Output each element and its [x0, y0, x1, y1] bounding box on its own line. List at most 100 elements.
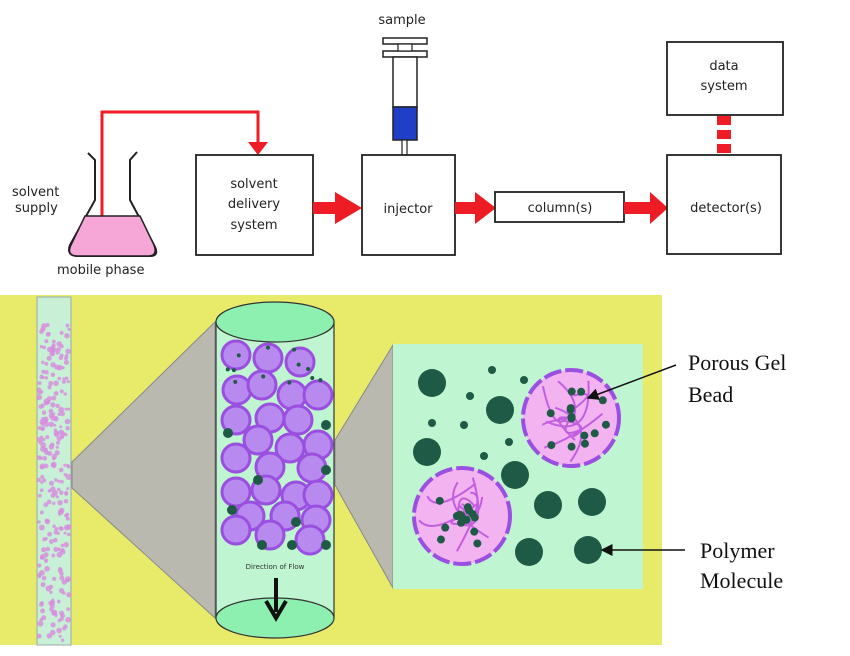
gel-particle — [62, 377, 66, 381]
gel-particle — [40, 474, 45, 480]
polymer-molecule — [566, 405, 575, 414]
polymer-molecule — [321, 420, 331, 430]
polymer-molecule — [460, 421, 468, 429]
polymer-molecule — [598, 396, 607, 405]
polymer-molecule — [436, 535, 445, 544]
polymer-molecule — [590, 429, 599, 438]
gel-particle — [56, 551, 63, 558]
gel-particle — [42, 478, 47, 483]
gel-particle — [64, 376, 69, 381]
gel-particle — [48, 539, 54, 545]
gel-particle — [56, 599, 61, 604]
polymer-molecule — [310, 375, 315, 380]
gel-particle — [53, 391, 59, 396]
packed-column — [36, 296, 72, 646]
gel-particle — [44, 370, 49, 375]
polymer-molecule — [473, 539, 482, 548]
polymer-molecule — [233, 379, 238, 384]
gel-particle — [67, 327, 71, 332]
gel-particle — [46, 633, 53, 639]
gel-particle — [60, 543, 65, 548]
gel-particle — [65, 473, 72, 480]
polymer-molecule — [418, 369, 446, 397]
polymer-molecule — [231, 368, 236, 373]
gel-particle — [39, 465, 44, 470]
polymer-molecule — [468, 510, 477, 519]
gel-particle — [66, 592, 72, 598]
polymer-molecule — [306, 367, 311, 372]
gel-particle — [39, 374, 44, 380]
gel-particle — [65, 426, 70, 431]
gel-particle — [40, 416, 46, 422]
gel-particle — [40, 435, 44, 439]
gel-particle — [59, 353, 64, 358]
gel-particle — [56, 341, 63, 347]
gel-particle — [52, 537, 58, 543]
gel-bead-label-1: Porous Gel — [688, 350, 786, 375]
gel-particle — [60, 431, 65, 436]
polymer-label-2: Molecule — [700, 568, 783, 593]
gel-particle — [57, 479, 61, 483]
gel-particle — [47, 450, 53, 456]
detector-label: detector(s) — [690, 201, 762, 216]
polymer-molecule — [546, 409, 555, 418]
tubing-arrowhead — [248, 142, 268, 155]
gel-particle — [63, 498, 69, 504]
gel-particle — [36, 477, 42, 483]
flow-arrow-column-detector — [624, 192, 668, 224]
gel-particle — [40, 326, 46, 332]
gel-particle — [42, 345, 47, 350]
gel-bead — [246, 369, 278, 401]
polymer-molecule — [580, 439, 589, 448]
gel-particle — [52, 524, 56, 528]
gel-particle — [60, 411, 66, 417]
gel-particle — [51, 609, 58, 616]
gel-particle — [43, 421, 50, 427]
gel-particle — [41, 615, 47, 621]
polymer-molecule — [291, 517, 301, 527]
polymer-molecule — [287, 540, 297, 550]
gel-particle — [49, 590, 53, 595]
gel-bead — [220, 514, 252, 546]
gel-particle — [36, 394, 43, 401]
gel-particle — [37, 390, 42, 395]
gel-particle — [66, 463, 70, 468]
gel-particle — [37, 620, 44, 627]
gel-particle — [56, 531, 60, 536]
polymer-molecule — [466, 392, 474, 400]
gel-particle — [64, 418, 71, 425]
gel-particle — [47, 488, 52, 493]
gel-particle — [47, 531, 53, 537]
polymer-molecule — [567, 414, 576, 423]
gel-particle — [37, 520, 41, 524]
mobile-phase-label: mobile phase — [57, 263, 144, 278]
gel-particle — [44, 376, 48, 380]
gel-particle — [51, 347, 57, 353]
gel-particle — [51, 553, 56, 558]
gel-particle — [53, 546, 59, 553]
gel-particle — [46, 499, 52, 505]
data-link-connector — [717, 116, 731, 153]
gel-particle — [51, 463, 56, 468]
gel-particle — [66, 407, 71, 411]
porous-gel-bead — [412, 466, 512, 566]
gel-particle — [58, 610, 65, 616]
gel-particle — [43, 552, 49, 558]
gel-particle — [58, 634, 62, 638]
polymer-molecule — [236, 353, 241, 358]
gel-particle — [41, 410, 47, 415]
gel-particle — [58, 467, 64, 473]
polymer-molecule — [486, 396, 514, 424]
gel-particle — [52, 576, 57, 582]
polymer-molecule — [287, 380, 292, 385]
gel-particle — [62, 626, 67, 631]
gel-particle — [66, 379, 70, 384]
gel-bead-pointer — [586, 364, 677, 400]
gel-particle — [54, 450, 60, 456]
polymer-molecule — [534, 491, 562, 519]
gel-particle — [51, 344, 56, 348]
gel-bead — [302, 379, 334, 411]
gel-particle — [55, 403, 60, 409]
gel-particle — [43, 401, 49, 406]
